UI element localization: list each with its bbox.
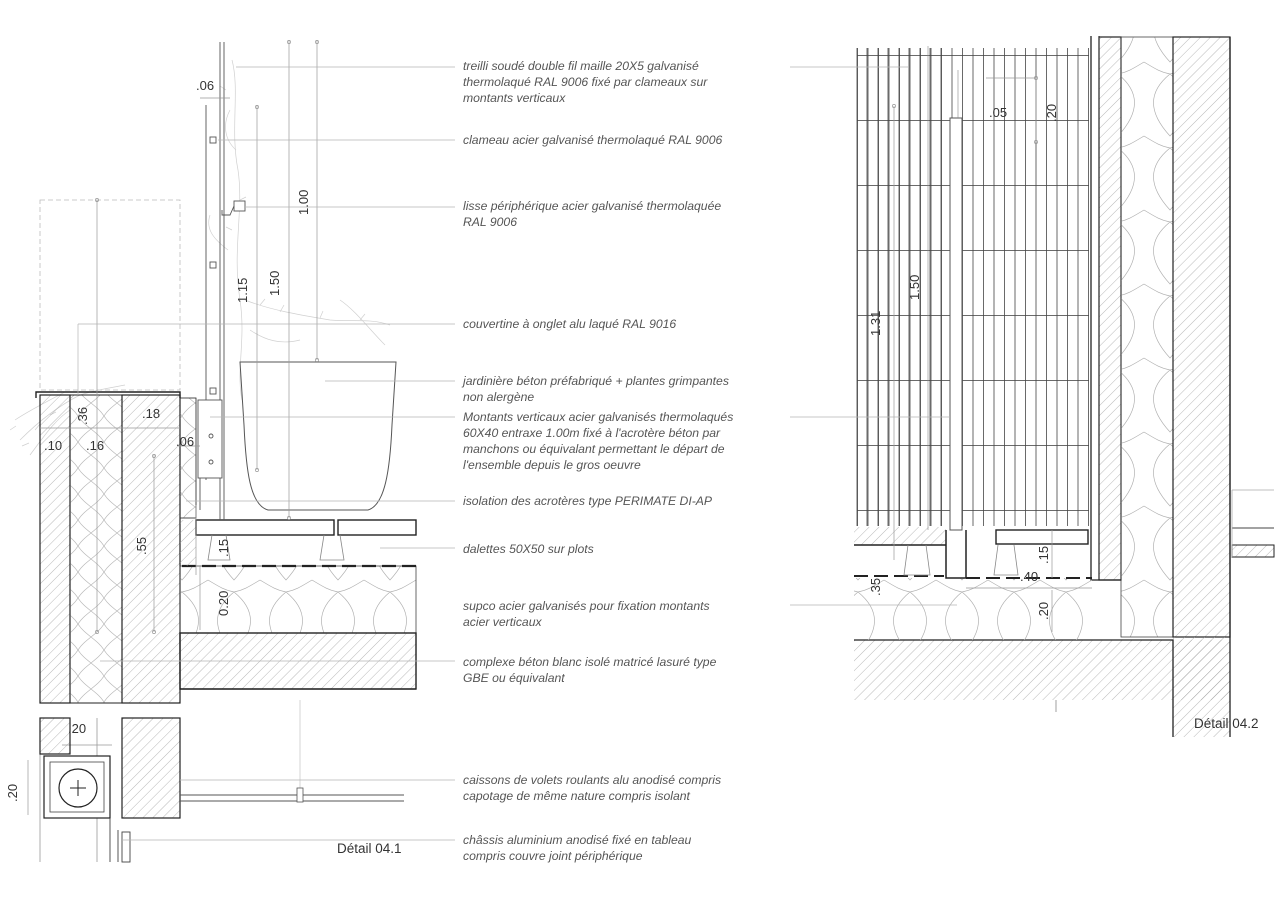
annotation-concrete: complexe béton blanc isolé matricé lasur…	[463, 655, 720, 685]
dimension-labels-detail-2: .05 .20 1.50 1.31 .15 .40 .35 .20 Détail…	[868, 104, 1259, 731]
dim-label: 1.15	[235, 278, 250, 303]
annotation-rail: lisse périphérique acier galvanisé therm…	[463, 199, 725, 229]
detail-title-04-2: Détail 04.2	[1194, 716, 1259, 731]
dim-label: 1.50	[907, 275, 922, 300]
roller-shutter-drum	[58, 768, 98, 808]
dim-label: .06	[176, 434, 194, 449]
dim-label: .05	[989, 105, 1007, 120]
dim-label: .16	[86, 438, 104, 453]
dim-label: .15	[216, 539, 231, 557]
annotation-planter: jardinière béton préfabriqué + plantes g…	[461, 374, 732, 404]
dim-label: 1.00	[296, 190, 311, 215]
dim-label: .40	[1020, 569, 1038, 584]
dim-label: 0.20	[216, 591, 231, 616]
dim-label: .18	[142, 406, 160, 421]
dimension-lines	[27, 40, 319, 815]
dim-label: .20	[1044, 104, 1059, 122]
window-section	[39, 700, 404, 863]
dim-label: .20	[5, 784, 20, 802]
dim-label: .20	[68, 721, 86, 736]
welded-mesh	[857, 48, 1089, 526]
dim-label: .06	[196, 78, 214, 93]
vertical-post-front	[949, 117, 963, 531]
annotation-supports: supco acier galvanisés pour fixation mon…	[463, 599, 713, 629]
detail-04-2	[854, 36, 1275, 737]
annotation-window-frame: châssis aluminium anodisé fixé en tablea…	[463, 833, 695, 863]
annotations: treilli soudé double fil maille 20X5 gal…	[461, 59, 737, 863]
dim-label: .55	[134, 537, 149, 555]
annotation-coping: couvertine à onglet alu laqué RAL 9016	[463, 317, 676, 331]
vertical-post	[197, 42, 246, 520]
dim-label: .35	[868, 578, 883, 596]
annotation-clamp: clameau acier galvanisé thermolaqué RAL …	[463, 133, 722, 147]
annotation-shutter-box: caissons de volets roulants alu anodisé …	[463, 773, 725, 803]
annotation-posts: Montants verticaux acier galvanisés ther…	[463, 410, 737, 472]
parapet-wall	[35, 391, 197, 704]
detail-title-04-1: Détail 04.1	[337, 841, 402, 856]
annotation-welded-mesh: treilli soudé double fil maille 20X5 gal…	[463, 59, 711, 105]
dim-label: .10	[44, 438, 62, 453]
concrete-planter	[239, 361, 397, 511]
dim-label: 1.31	[868, 311, 883, 336]
leader-lines	[77, 66, 957, 841]
dim-label: .15	[1036, 546, 1051, 564]
detail-04-1	[9, 40, 417, 863]
dimension-labels-detail-1: .06 1.00 1.15 1.50 .36 .18 .10 .16 .06 .…	[5, 78, 402, 856]
annotation-insulation: isolation des acrotères type PERIMATE DI…	[463, 494, 713, 508]
dim-label: .20	[1036, 602, 1051, 620]
annotation-paving: dalettes 50X50 sur plots	[463, 542, 594, 556]
dim-label: 1.50	[267, 271, 282, 296]
dim-label: .36	[75, 407, 90, 425]
wall-right	[854, 36, 1275, 737]
